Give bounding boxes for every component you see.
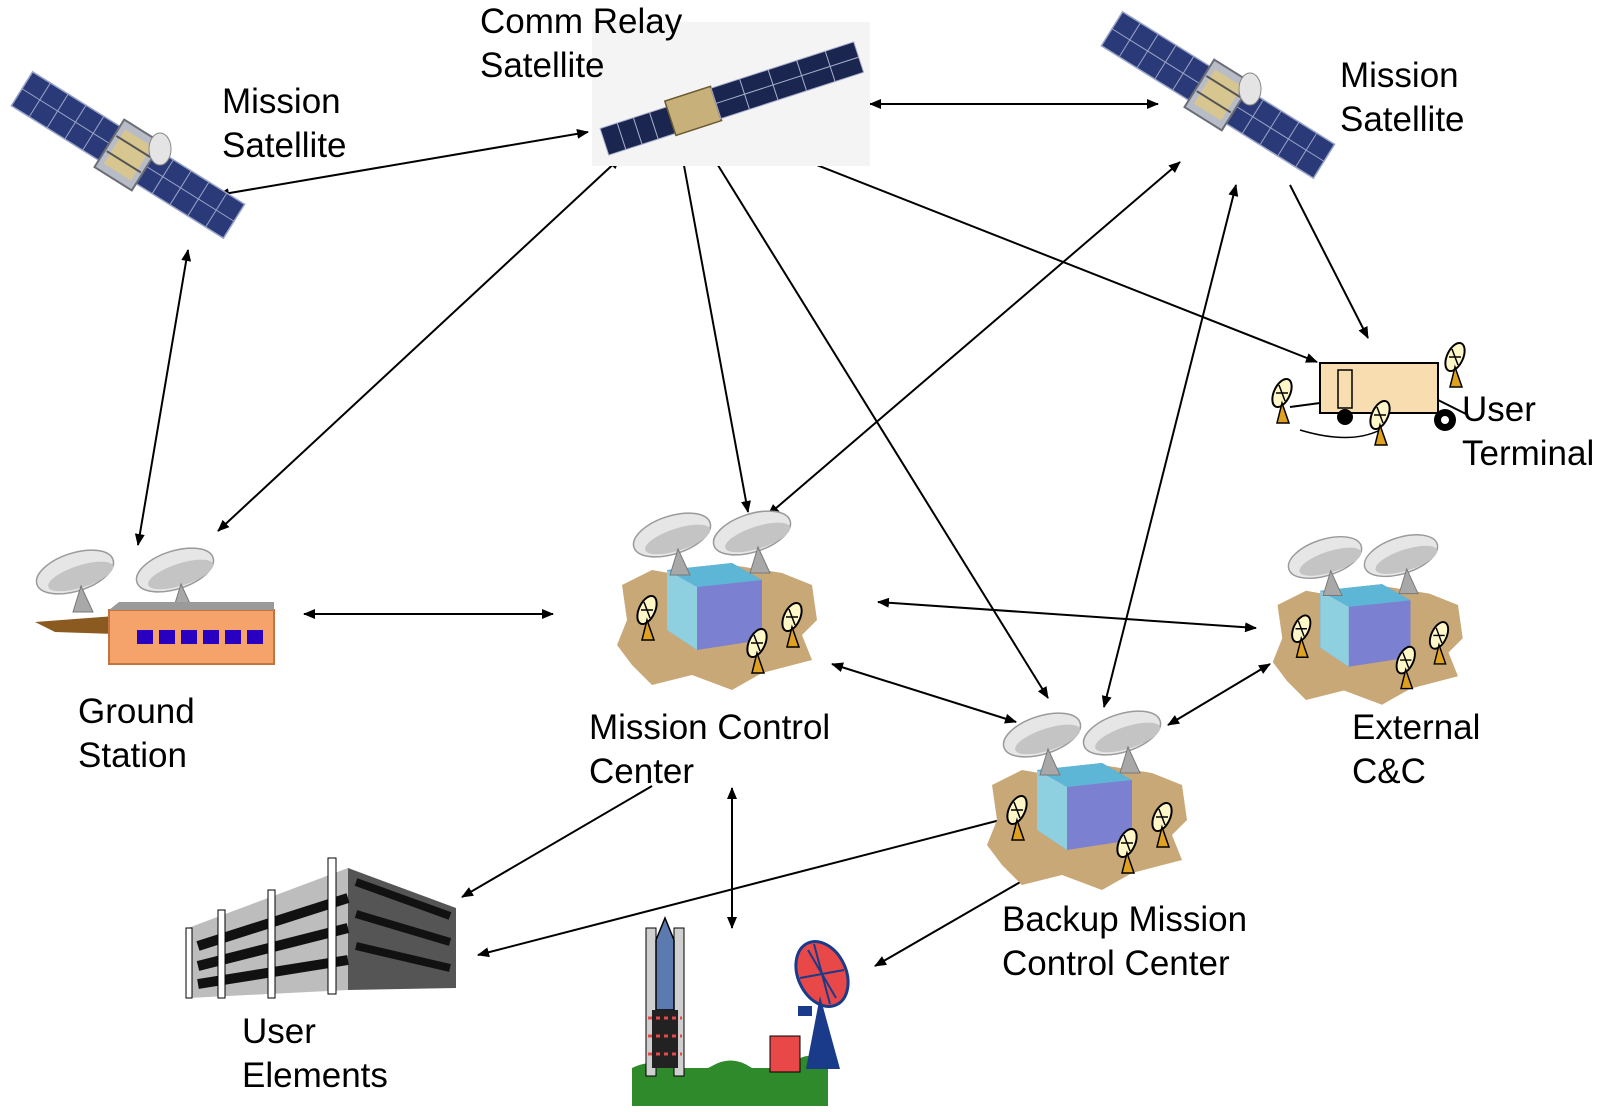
link-leftsat-groundstation [134, 249, 192, 546]
link-mcc-externalcc [877, 597, 1257, 633]
mission-control-center-label: Mission Control Center [589, 706, 830, 794]
mission-satellite-right-line1: Mission [1340, 56, 1459, 95]
comm-relay-satellite-icon [592, 22, 870, 166]
link-rightsat-userterminal [1289, 184, 1369, 339]
mission-satellite-right-label: Mission Satellite [1340, 54, 1465, 142]
user-terminal-icon [1267, 339, 1470, 446]
user-terminal-label: User Terminal [1462, 388, 1594, 476]
mission-satellite-left-icon [6, 64, 250, 246]
ground-station-line2: Station [78, 736, 187, 775]
user-terminal-line2: Terminal [1462, 434, 1595, 473]
backup-mission-control-center-label: Backup Mission Control Center [1002, 898, 1247, 986]
link-externalcc-backup [1167, 663, 1271, 726]
link-mcc-userelements [461, 785, 653, 898]
connections [134, 99, 1369, 967]
comm-relay-label-line1: Comm Relay [480, 2, 683, 41]
link-rightsat-mcc [767, 161, 1181, 516]
link-relay-mcc [675, 132, 751, 513]
ground-station-line1: Ground [78, 692, 195, 731]
link-backup-launchsite [874, 865, 1049, 967]
mission-control-center-icon [617, 503, 817, 690]
ground-station-label: Ground Station [78, 690, 195, 778]
link-mcc-backup [831, 662, 1017, 724]
user-elements-label: User Elements [242, 1010, 388, 1098]
user-elements-line2: Elements [242, 1056, 388, 1095]
mission-satellite-right-icon [1096, 4, 1340, 186]
mission-control-line1: Mission Control [589, 708, 831, 747]
mission-satellite-right-line2: Satellite [1340, 100, 1465, 139]
mission-satellite-left-label: Mission Satellite [222, 80, 347, 168]
user-elements-building-icon [185, 857, 456, 999]
mission-control-line2: Center [589, 752, 695, 791]
mission-satellite-left-line2: Satellite [222, 126, 347, 165]
comm-relay-label-line2: Satellite [480, 46, 605, 85]
link-rightsat-backup [1101, 184, 1239, 708]
ground-station-icon [30, 538, 275, 665]
backup-mcc-line2: Control Center [1002, 944, 1230, 983]
launch-site-icon [632, 916, 850, 1106]
backup-mission-control-center-icon [987, 703, 1187, 890]
external-cc-icon [1273, 527, 1463, 705]
user-terminal-line1: User [1462, 390, 1536, 429]
external-cc-line1: External [1352, 708, 1481, 747]
comm-relay-satellite-label: Comm Relay Satellite [480, 0, 682, 88]
external-cc-line2: C&C [1352, 752, 1426, 791]
mission-satellite-left-line1: Mission [222, 82, 341, 121]
backup-mcc-line1: Backup Mission [1002, 900, 1248, 939]
user-elements-line1: User [242, 1012, 316, 1051]
link-backup-userelements [477, 817, 1009, 958]
external-cc-label: External C&C [1352, 706, 1480, 794]
link-relay-groundstation [217, 157, 621, 532]
